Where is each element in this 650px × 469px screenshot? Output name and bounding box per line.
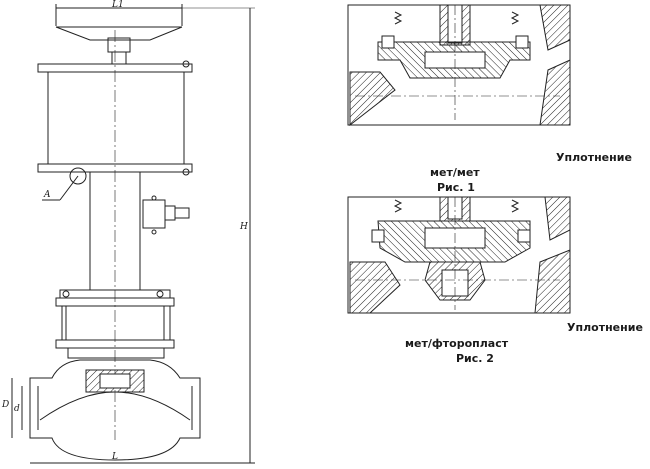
fig1-caption-number: Рис. 1 — [437, 181, 475, 194]
dim-label-l1: L1 — [112, 0, 124, 10]
figure1-section-view — [347, 4, 571, 127]
view-label-a: A — [44, 190, 51, 200]
dim-label-dn: D — [2, 400, 10, 410]
main-valve-view — [11, 4, 255, 464]
dim-label-d: d — [14, 404, 20, 414]
fig2-caption-type: мет/фторопласт — [405, 337, 509, 350]
figure2-section-view — [347, 196, 571, 314]
fig1-caption-seal: Уплотнение — [556, 151, 632, 164]
fig1-caption-type: мет/мет — [430, 166, 480, 179]
fig2-caption-seal: Уплотнение — [567, 321, 643, 334]
dim-label-l: L — [112, 452, 118, 462]
dim-label-h: H — [240, 222, 248, 232]
fig2-caption-number: Рис. 2 — [456, 352, 494, 365]
